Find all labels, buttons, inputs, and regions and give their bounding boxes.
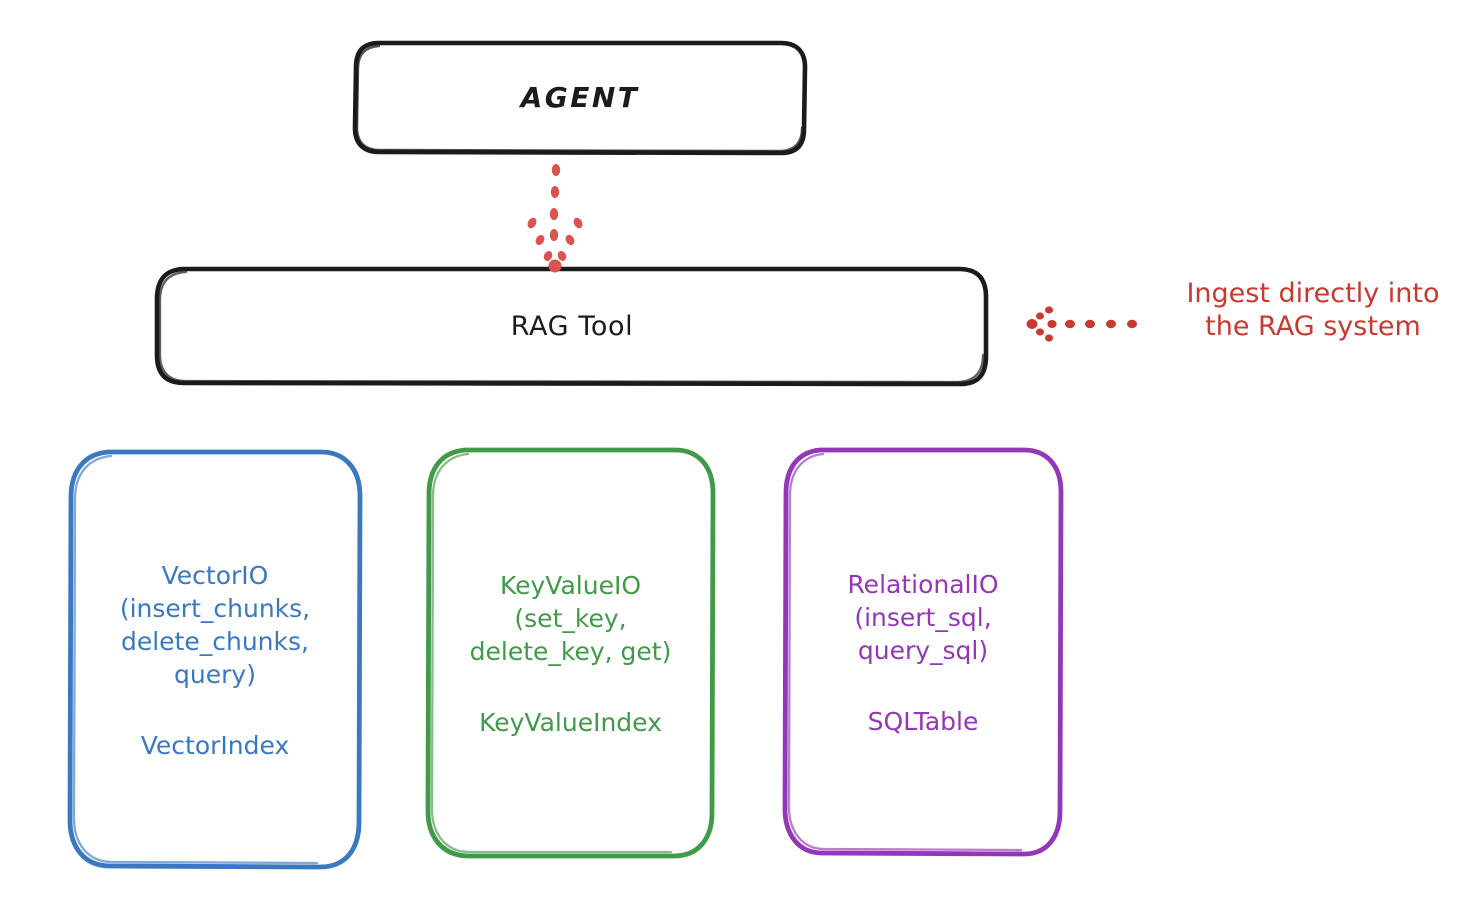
rag-tool-label: RAG Tool	[510, 311, 634, 342]
vector-io-box-outline	[67, 449, 363, 870]
node-vector-io[interactable]: VectorIO (insert_chunks, delete_chunks, …	[70, 451, 360, 867]
vector-io-index-label: VectorIndex	[140, 730, 290, 760]
agent-to-rag-connector	[527, 164, 583, 273]
key-value-io-api-label: KeyValueIO (set_key, delete_key, get)	[469, 570, 672, 666]
relational-io-index-label: SQLTable	[867, 706, 979, 736]
ingest-annotation: Ingest directly into the RAG system	[1186, 278, 1440, 342]
key-value-io-box-outline	[425, 447, 716, 859]
relational-io-box-outline	[782, 447, 1064, 857]
agent-label: AGENT	[520, 81, 640, 114]
relational-io-api-label: RelationalIO (insert_sql, query_sql)	[847, 569, 999, 665]
ingest-connector	[1026, 306, 1137, 342]
node-agent[interactable]: AGENT	[355, 41, 805, 154]
vector-io-api-label: VectorIO (insert_chunks, delete_chunks, …	[119, 560, 311, 689]
node-key-value-io[interactable]: KeyValueIO (set_key, delete_key, get) Ke…	[428, 449, 713, 856]
agent-box-outline	[352, 40, 808, 156]
node-relational-io[interactable]: RelationalIO (insert_sql, query_sql) SQL…	[785, 449, 1061, 854]
key-value-io-index-label: KeyValueIndex	[479, 707, 662, 737]
rag-tool-box-outline	[154, 266, 989, 387]
node-rag-tool[interactable]: RAG Tool	[157, 268, 987, 385]
